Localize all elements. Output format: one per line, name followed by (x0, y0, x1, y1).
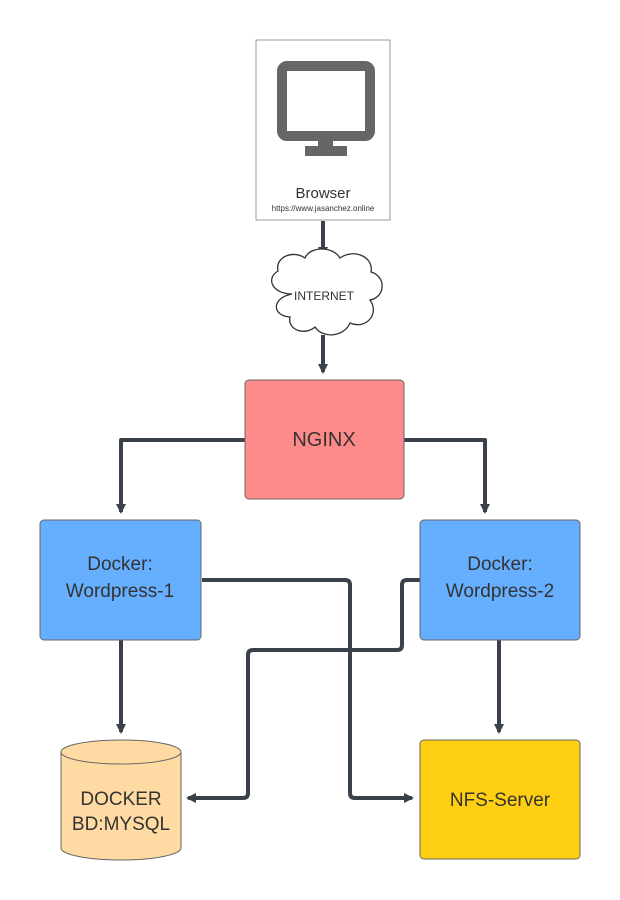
wordpress2-box (419, 519, 581, 641)
wordpress2-node: Docker: Wordpress-2 (419, 519, 581, 641)
nginx-node: NGINX (244, 379, 405, 500)
database-cylinder-top (60, 739, 182, 765)
database-cylinder-icon (60, 752, 182, 861)
connector-wordpress2-to-mysql (186, 578, 420, 803)
connector-wordpress1-to-nfs (202, 578, 414, 803)
monitor-icon (277, 61, 375, 156)
mysql-node: DOCKER BD:MYSQL (60, 739, 182, 861)
wordpress1-box (39, 519, 202, 641)
mysql-label-line1: DOCKER (80, 789, 161, 810)
nfs-box (419, 739, 581, 860)
nfs-node: NFS-Server (419, 739, 581, 860)
nfs-label: NFS-Server (450, 790, 551, 811)
wordpress1-label-line1: Docker: (87, 554, 152, 575)
nginx-label: NGINX (292, 429, 355, 451)
connector-nginx-to-wordpress2 (404, 438, 490, 514)
wordpress2-label-line1: Docker: (467, 554, 532, 575)
browser-title: Browser (295, 185, 350, 202)
wordpress1-label-line2: Wordpress-1 (66, 581, 174, 602)
connectors (116, 221, 504, 803)
wordpress1-node: Docker: Wordpress-1 (39, 519, 202, 641)
nginx-box (244, 379, 405, 500)
browser-url: https://www.jasanchez.online (272, 204, 375, 213)
connector-nginx-to-wordpress1 (116, 438, 245, 514)
wordpress2-label-line2: Wordpress-2 (446, 581, 554, 602)
mysql-label-line2: BD:MYSQL (72, 814, 170, 835)
internet-node: INTERNET (271, 248, 383, 336)
cloud-icon (271, 248, 383, 336)
internet-label: INTERNET (294, 289, 355, 303)
browser-node: Browser https://www.jasanchez.online (255, 39, 391, 221)
